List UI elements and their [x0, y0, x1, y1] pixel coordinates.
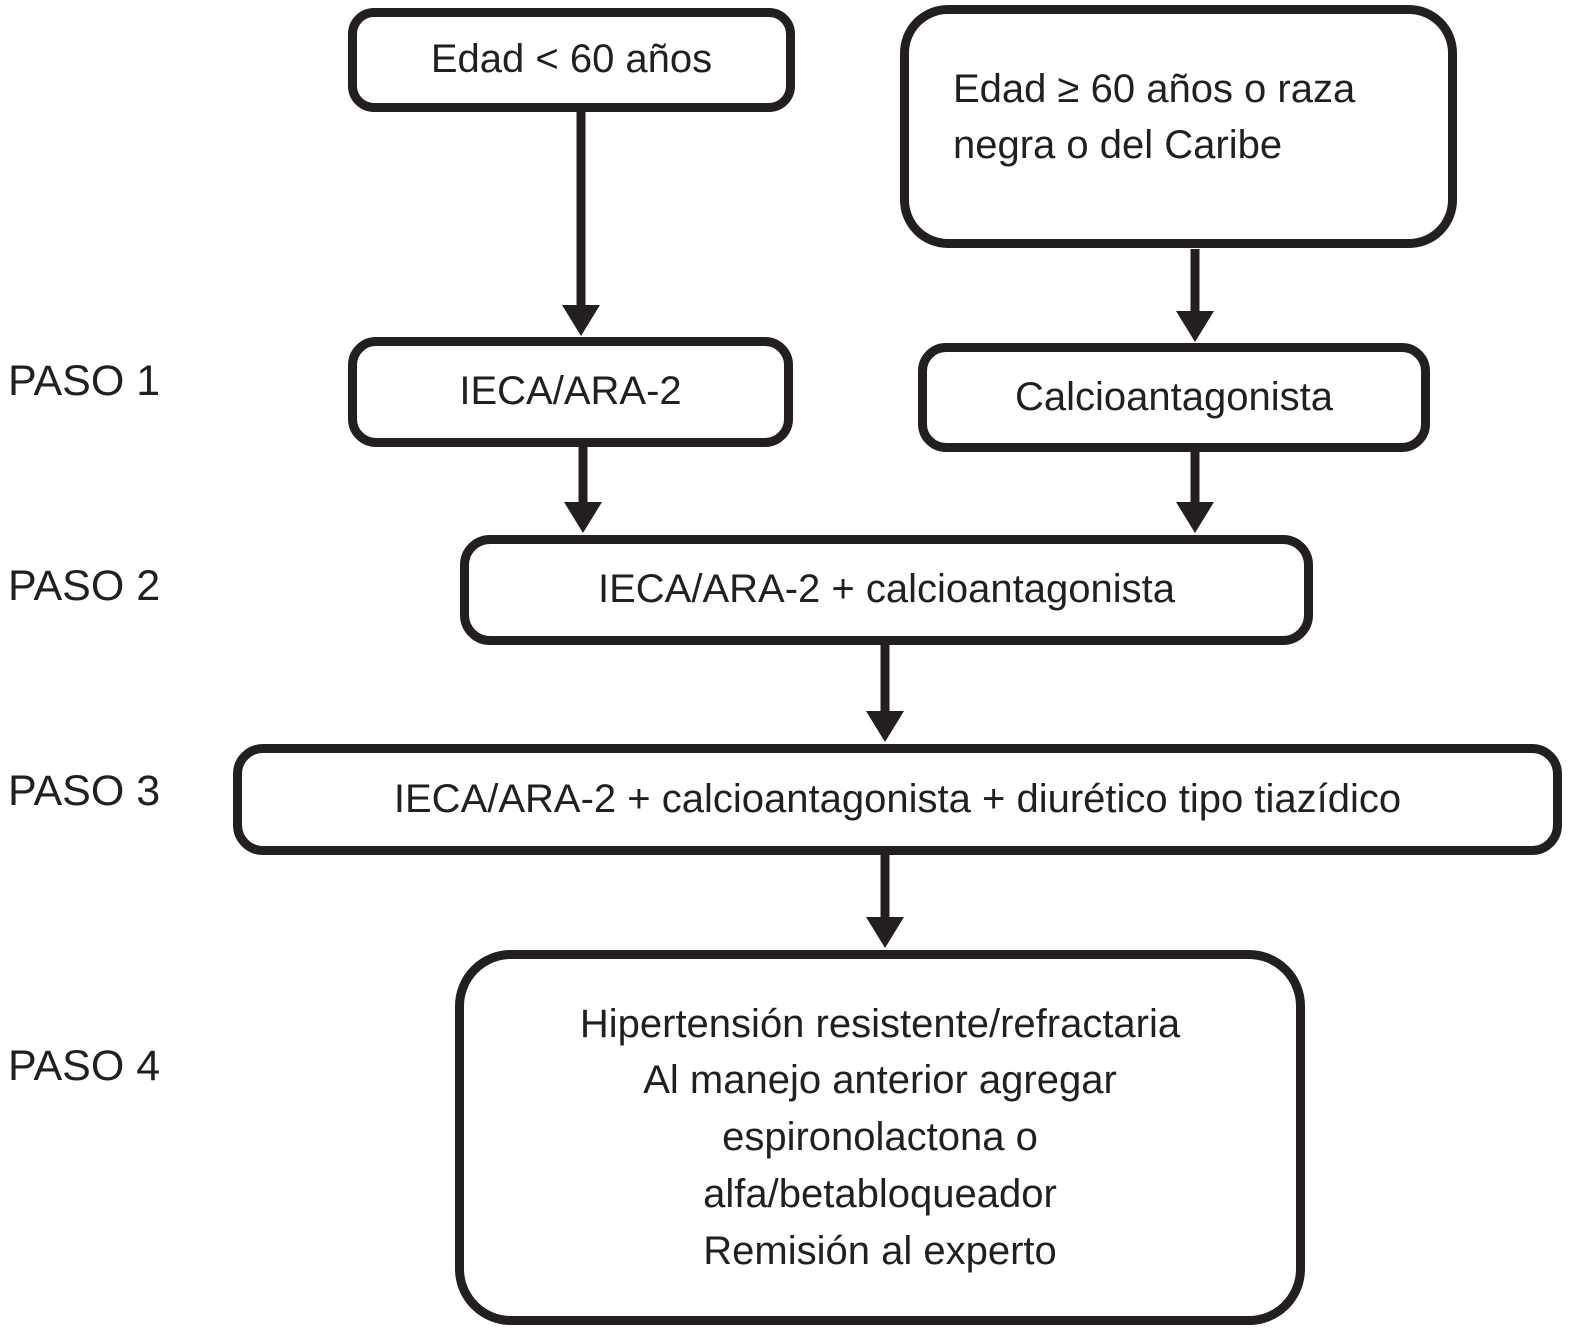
arrow-step3-to-step4 — [866, 854, 904, 948]
node-step4-resistant-hypertension: Hipertensión resistente/refractaria Al m… — [455, 950, 1305, 1325]
step-label-paso-3: PASO 3 — [8, 767, 161, 815]
node-step4-line-4: alfa/betabloqueador — [703, 1171, 1057, 1216]
node-step1-ieca-ara2: IECA/ARA-2 — [348, 337, 793, 447]
node-step4-line-1: Hipertensión resistente/refractaria — [579, 1001, 1181, 1046]
step-label-paso-1: PASO 1 — [8, 357, 161, 405]
node-step3-triple-therapy-text: IECA/ARA-2 + calcioantagonista + diuréti… — [393, 776, 1402, 821]
node-step2-combination-text: IECA/ARA-2 + calcioantagonista — [598, 567, 1175, 612]
step-label-paso-4: PASO 4 — [8, 1042, 161, 1090]
arrow-step2-to-step3 — [866, 644, 904, 742]
node-age-under-60: Edad < 60 años — [348, 8, 795, 112]
node-step4-line-3: espironolactona o — [722, 1115, 1038, 1160]
arrow-age-under-60-to-step1 — [562, 112, 600, 336]
node-age-over-60-line-1: Edad ≥ 60 años o raza — [953, 67, 1356, 112]
node-age-under-60-text: Edad < 60 años — [430, 37, 713, 82]
node-step1-ieca-ara2-text: IECA/ARA-2 — [459, 369, 682, 414]
arrow-age-over-60-to-step1 — [1176, 249, 1214, 342]
node-step3-triple-therapy: IECA/ARA-2 + calcioantagonista + diuréti… — [233, 744, 1562, 855]
node-age-over-60-line-2: negra o del Caribe — [953, 122, 1283, 167]
node-step1-calcium-antagonist-text: Calcioantagonista — [1015, 374, 1333, 419]
node-step2-combination: IECA/ARA-2 + calcioantagonista — [460, 535, 1313, 645]
arrow-step1-left-to-step2 — [564, 446, 602, 533]
node-step4-line-5: Remisión al experto — [703, 1228, 1057, 1273]
step-label-paso-2: PASO 2 — [8, 562, 161, 610]
arrow-step1-right-to-step2 — [1176, 451, 1214, 533]
node-step1-calcium-antagonist: Calcioantagonista — [918, 343, 1430, 452]
node-age-over-60-or-black-caribbean: Edad ≥ 60 años o raza negra o del Caribe — [900, 5, 1457, 248]
node-step4-line-2: Al manejo anterior agregar — [643, 1058, 1117, 1103]
